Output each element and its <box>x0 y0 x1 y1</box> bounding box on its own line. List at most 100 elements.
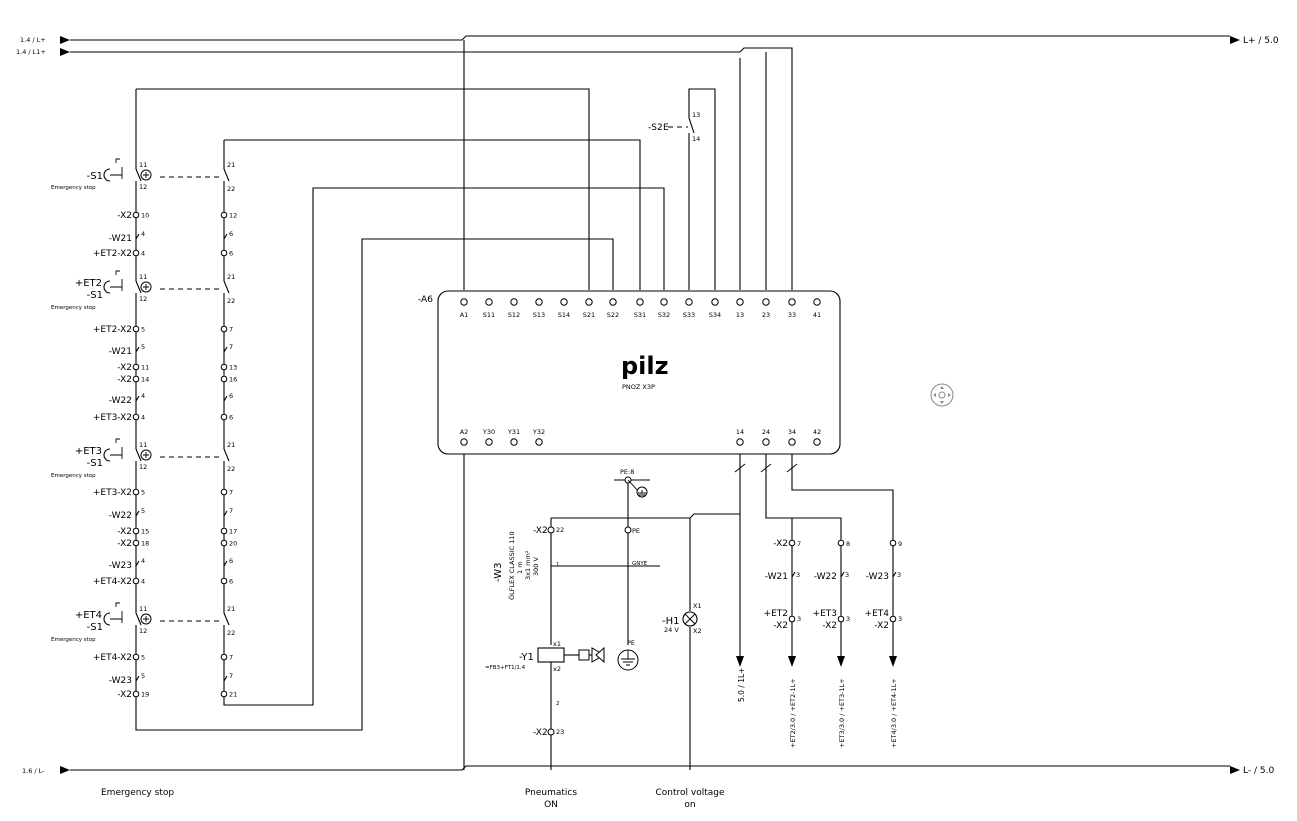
estop-location: +ET4 <box>75 610 102 621</box>
chain-row-right-num: 16 <box>229 376 237 384</box>
estop-caption: Emergency stop <box>51 473 96 479</box>
relay-bottom-terminal <box>813 438 821 446</box>
relay-bottom-terminal <box>460 438 468 446</box>
relay-top-terminal <box>762 298 770 306</box>
relay-top-terminal <box>636 298 644 306</box>
relay-bottom-terminal <box>762 438 770 446</box>
relay-top-terminal-label: S33 <box>683 311 695 319</box>
chain-row-right-num: 21 <box>229 691 237 699</box>
estop-t2-top: 21 <box>227 605 235 613</box>
chain-row-label: -W23 <box>109 561 132 571</box>
chain-row-left-num: 19 <box>141 691 149 699</box>
bus-lplus-right-ref: L+ / 5.0 <box>1243 36 1279 46</box>
relay-top-terminal-label: 13 <box>736 311 744 319</box>
relay-top-terminal <box>535 298 543 306</box>
chain-row-right-num: 6 <box>229 557 233 565</box>
caption-control-a: Control voltage <box>655 788 724 798</box>
relay-top-terminal <box>685 298 693 306</box>
chain-row-right-num: 17 <box>229 528 237 536</box>
relay-top-terminal-label: S11 <box>483 311 495 319</box>
estop-t-bot: 12 <box>139 627 147 635</box>
chain-row-right-num: 6 <box>229 230 233 238</box>
reset-switch-tag: -S2 <box>648 123 663 133</box>
valve-tag: -Y1 <box>519 652 534 663</box>
chain-row-right-num: 7 <box>229 343 233 351</box>
output-ref: +ET3/3.0 / +ET3-1L+ <box>838 678 846 748</box>
relay-bottom-terminal-label: Y31 <box>507 428 520 436</box>
estop-tag: -S1 <box>87 290 103 301</box>
estop-t-top: 11 <box>139 605 147 613</box>
chain-row-label: -X2 <box>117 539 132 549</box>
estop-caption: Emergency stop <box>51 185 96 191</box>
output-w: -W22 <box>814 572 837 582</box>
caption-emergency: Emergency stop <box>101 788 174 798</box>
chain-row-right-num: 6 <box>229 578 233 586</box>
output-et-b: -X2 <box>874 621 889 631</box>
valve-x1: x1 <box>553 640 561 648</box>
relay-top-terminal <box>813 298 821 306</box>
chain-row-label: +ET2-X2 <box>93 325 132 335</box>
output-x2-num: 7 <box>797 540 801 548</box>
cable-length: 1 m <box>516 561 524 574</box>
relay-brand-logo: pilz <box>621 352 669 380</box>
output-et-a: +ET3 <box>813 609 837 619</box>
estop-tag: -S1 <box>87 458 103 469</box>
chain-row-left-num: 18 <box>141 540 149 548</box>
chain-row-right-num: 7 <box>229 326 233 334</box>
bus-l1plus-left-ref: 1.4 / L1+ <box>16 48 46 56</box>
estop-t2-bot: 22 <box>227 185 235 193</box>
chain-row-left-num: 4 <box>141 230 145 238</box>
estop-t2-top: 21 <box>227 161 235 169</box>
relay-top-terminal-label: S12 <box>508 311 520 319</box>
output-x2-num: 8 <box>846 540 850 548</box>
bus-lplus-left-ref: 1.4 / L+ <box>20 36 46 44</box>
chain-row-left-num: 5 <box>141 489 145 497</box>
output-et-num: 3 <box>898 615 902 623</box>
relay-top-terminal-label: S21 <box>583 311 595 319</box>
relay-top-terminal-label: A1 <box>460 311 469 319</box>
chain-row-left-num: 11 <box>141 364 149 372</box>
relay-top-terminal <box>609 298 617 306</box>
chain-row-left-num: 5 <box>141 654 145 662</box>
relay-bottom-terminal <box>788 438 796 446</box>
chain-row-label: -X2 <box>117 527 132 537</box>
chain-row-right-num: 7 <box>229 507 233 515</box>
relay-top-terminal-label: 41 <box>813 311 821 319</box>
bus-lminus-left-ref: 1.6 / L- <box>22 767 45 775</box>
cable-voltage: 300 V <box>532 557 540 576</box>
relay-bottom-terminal-label: Y30 <box>482 428 495 436</box>
chain-row-label: +ET4-X2 <box>93 653 132 663</box>
cable-w3-label: -W3 ÖLFLEX CLASSIC 110 1 m 3x1 mm² 300 V <box>493 531 540 600</box>
compass-icon[interactable] <box>930 383 954 407</box>
output-et-a: +ET4 <box>865 609 890 619</box>
estop-tag: -S1 <box>87 622 103 633</box>
pneu-core-gnye: GNYE <box>632 561 648 567</box>
estop-t2-bot: 22 <box>227 297 235 305</box>
caption-pneumatics-b: ON <box>544 800 558 810</box>
output-w: -W21 <box>765 572 788 582</box>
pneu-core1: 1 <box>556 562 560 568</box>
estop-t-top: 11 <box>139 273 147 281</box>
reset-switch-symbol: E <box>663 123 669 133</box>
lamp-x2: X2 <box>693 627 702 635</box>
pneu-pe-bot: PE <box>627 639 635 647</box>
relay-bottom-terminal-label: Y32 <box>532 428 545 436</box>
relay-model: PNOZ X3P <box>622 383 655 391</box>
pneu-core2: 2 <box>556 701 560 707</box>
chain-row-right-num: 20 <box>229 540 237 548</box>
lamp-h1 <box>682 518 698 770</box>
estop-t2-bot: 22 <box>227 629 235 637</box>
output-ref: +ET2/3.0 / +ET2-1L+ <box>789 678 797 748</box>
